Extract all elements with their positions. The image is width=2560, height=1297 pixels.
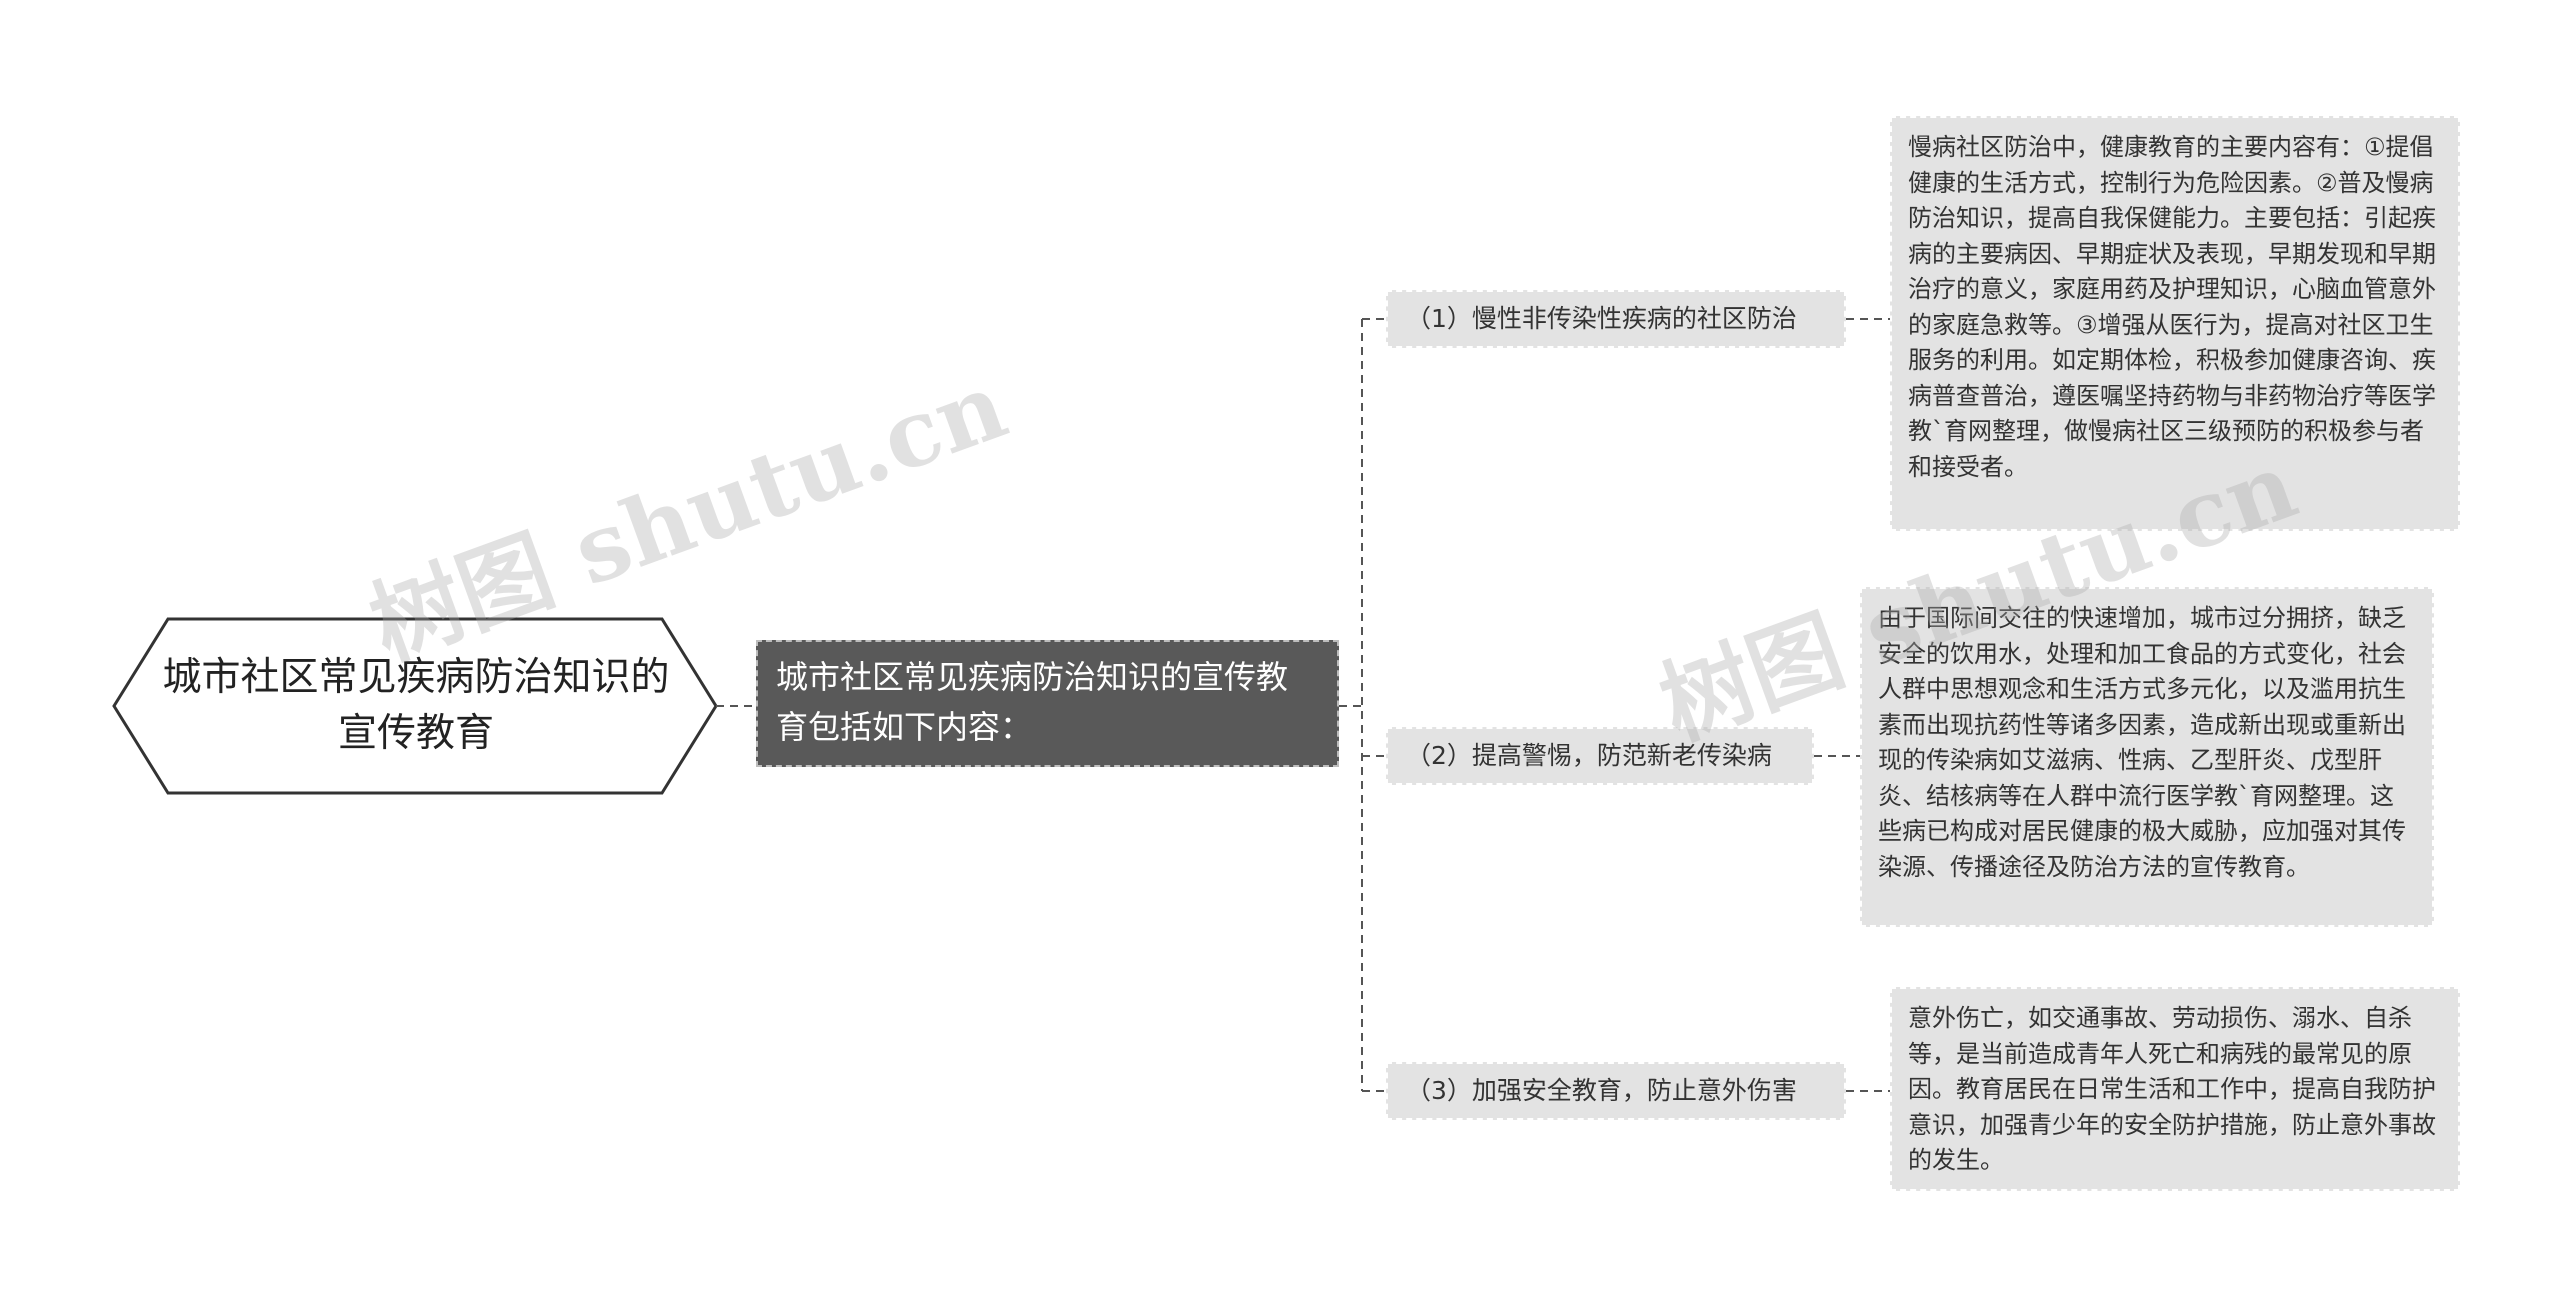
- detail-node-3[interactable]: 意外伤亡，如交通事故、劳动损伤、溺水、自杀等，是当前造成青年人死亡和病残的最常见…: [1890, 987, 2460, 1191]
- detail-node-1[interactable]: 慢病社区防治中，健康教育的主要内容有：①提倡健康的生活方式，控制行为危险因素。②…: [1890, 116, 2460, 531]
- branch-node-1[interactable]: （1）慢性非传染性疾病的社区防治: [1386, 290, 1846, 348]
- detail-node-2[interactable]: 由于国际间交往的快速增加，城市过分拥挤，缺乏安全的饮用水，处理和加工食品的方式变…: [1860, 587, 2434, 927]
- branch-node-3[interactable]: （3）加强安全教育，防止意外伤害: [1386, 1062, 1846, 1120]
- center-node[interactable]: 城市社区常见疾病防治知识的宣传教育包括如下内容：: [756, 640, 1339, 767]
- root-node-shape[interactable]: [112, 617, 718, 795]
- root-node-label: 城市社区常见疾病防治知识的宣传教育: [162, 655, 670, 756]
- branch-node-2[interactable]: （2）提高警惕，防范新老传染病: [1386, 727, 1814, 785]
